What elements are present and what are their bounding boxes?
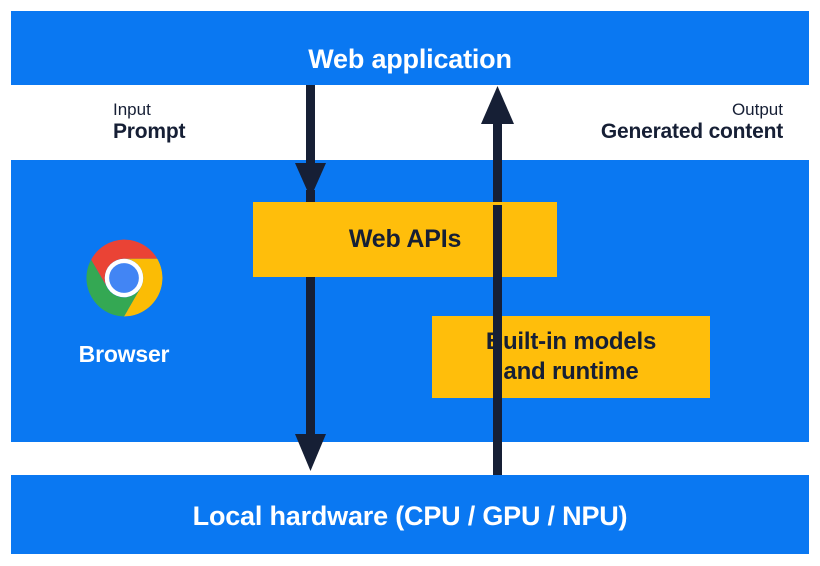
chrome-yellow-segment: [124, 258, 163, 317]
box-web-apis: Web APIs: [253, 202, 557, 277]
flow-output-kind: Output: [731, 100, 783, 119]
chrome-green-segment: [86, 259, 141, 317]
flow-input-value: Prompt: [113, 120, 186, 144]
box-builtin-models: Built-in models and runtime: [432, 316, 710, 398]
input-arrow-shaft-upper: [306, 85, 315, 165]
browser-identity: Browser: [42, 236, 206, 368]
layer-web-application: Web application: [11, 11, 809, 85]
browser-label: Browser: [78, 341, 170, 367]
flow-label-output: Output Generated content: [601, 100, 783, 145]
layer-local-hardware: Local hardware (CPU / GPU / NPU): [11, 475, 809, 554]
chrome-blue-center: [109, 263, 139, 293]
chrome-logo-icon: [86, 239, 163, 317]
box-web-apis-label: Web APIs: [348, 225, 462, 253]
flow-label-input: Input Prompt: [113, 100, 186, 145]
chrome-red-segment: [91, 239, 158, 288]
box-builtin-models-label: Built-in models and runtime: [485, 328, 657, 385]
output-arrow-head: [481, 86, 514, 124]
layer-web-application-label: Web application: [308, 44, 512, 74]
flow-input-kind: Input: [113, 100, 151, 119]
flow-output-value: Generated content: [600, 120, 783, 144]
layer-local-hardware-label: Local hardware (CPU / GPU / NPU): [192, 501, 628, 531]
